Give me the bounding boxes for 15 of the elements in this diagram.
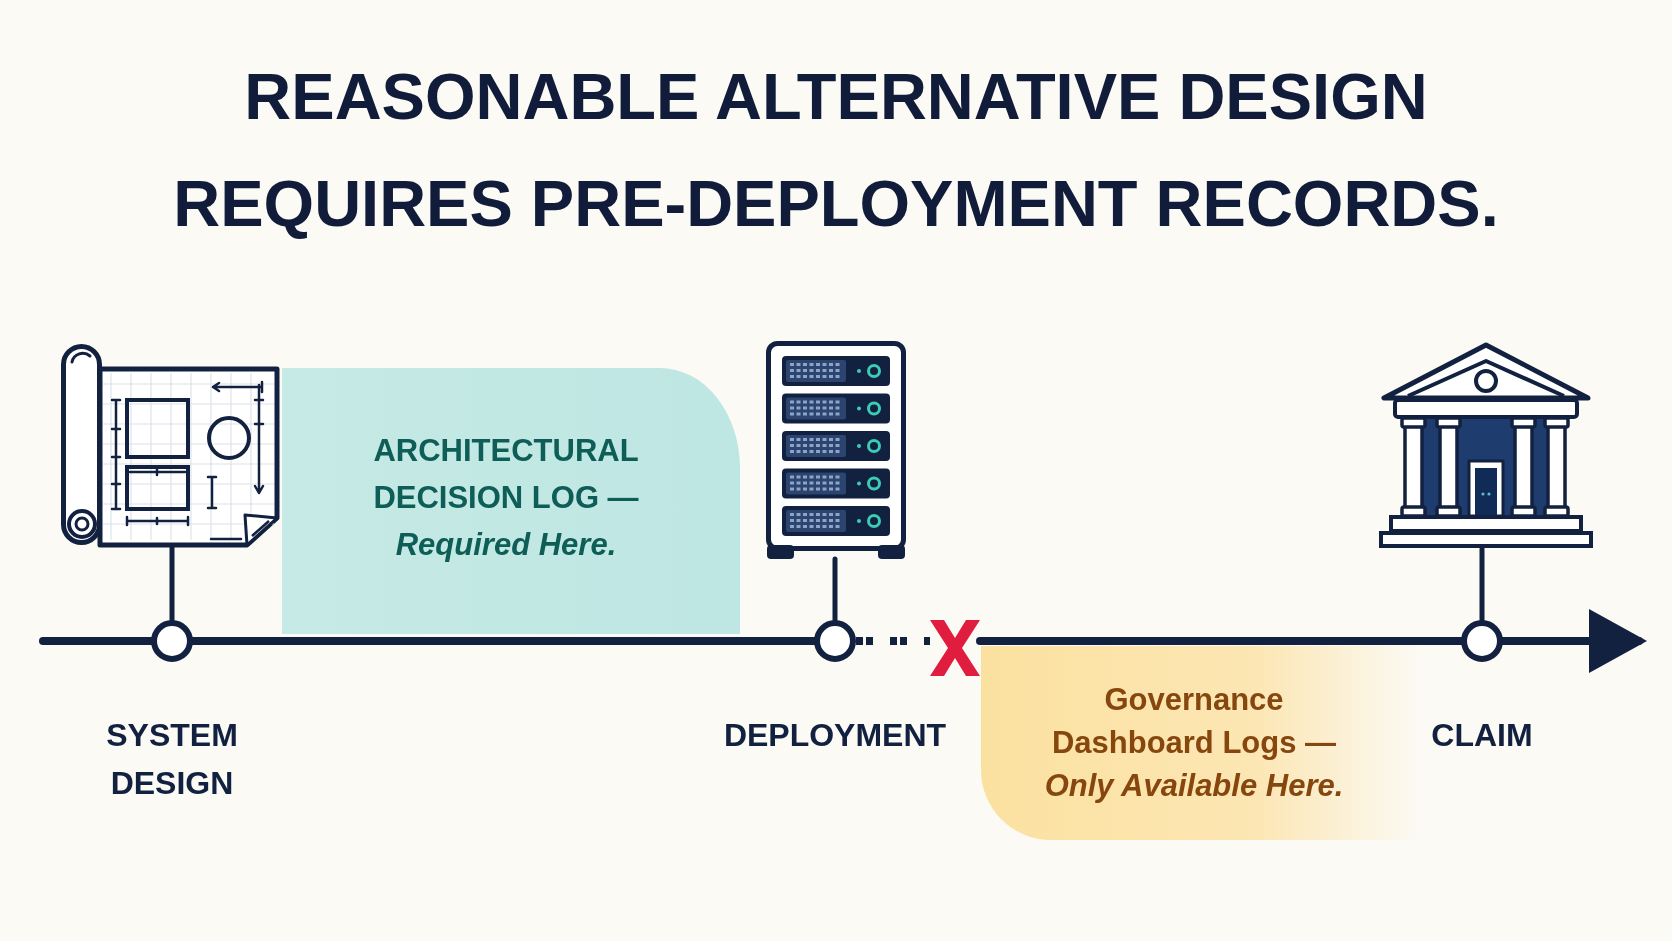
milestone-label: DEPLOYMENT [723,716,947,755]
cross-icon [930,620,980,676]
milestone-label: CLAIM [1431,716,1533,755]
shaded-panel [282,368,740,634]
timeline-line [856,637,930,645]
server-rack-icon [766,341,906,559]
connector-line [1479,546,1485,623]
diagram-title: REASONABLE ALTERNATIVE DESIGN REQUIRES PRE-DEPLOYMENT RECORDS. [172,59,1500,242]
columned-building-icon [1378,341,1594,549]
connector-line [169,545,175,623]
blueprint-icon [61,344,281,548]
milestone-label: SYSTEM DESIGN [106,716,238,803]
connector-line [832,556,838,623]
panel-text: ARCHITECTURAL DECISION LOG — Required Here. [372,432,640,564]
panel-text: Governance Dashboard Logs — Only Available Here. [1043,681,1345,805]
